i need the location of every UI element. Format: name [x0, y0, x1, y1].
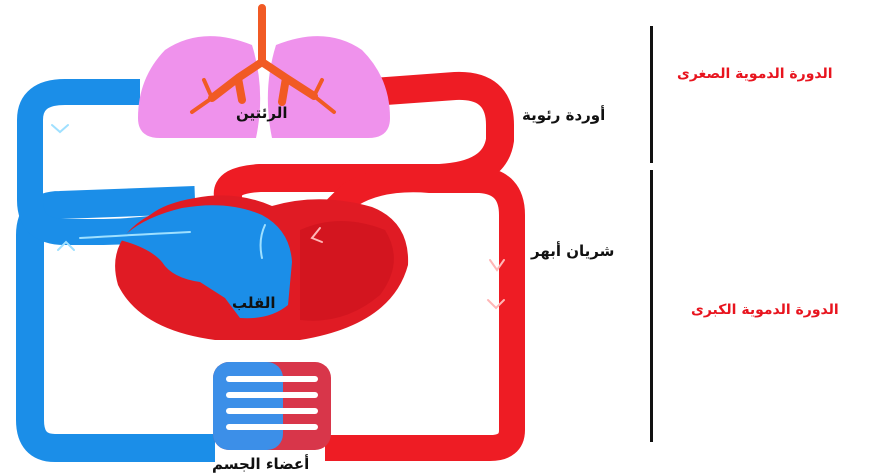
lungs-label: الرئتين — [236, 104, 287, 122]
systemic-section-divider — [650, 170, 653, 442]
pulmonary-section-divider — [650, 26, 653, 163]
aorta-label: شريان أبهر — [531, 242, 614, 260]
heart-label: القلب — [232, 294, 276, 312]
body-organs-capillaries — [213, 362, 331, 450]
body-organs-label: أعضاء الجسم — [212, 455, 309, 473]
pulmonary-veins-label: أوردة رئوية — [522, 106, 605, 124]
pulmonary-circulation-label: الدورة الدموية الصغرى — [677, 66, 833, 82]
systemic-circulation-label: الدورة الدموية الكبرى — [691, 302, 839, 318]
